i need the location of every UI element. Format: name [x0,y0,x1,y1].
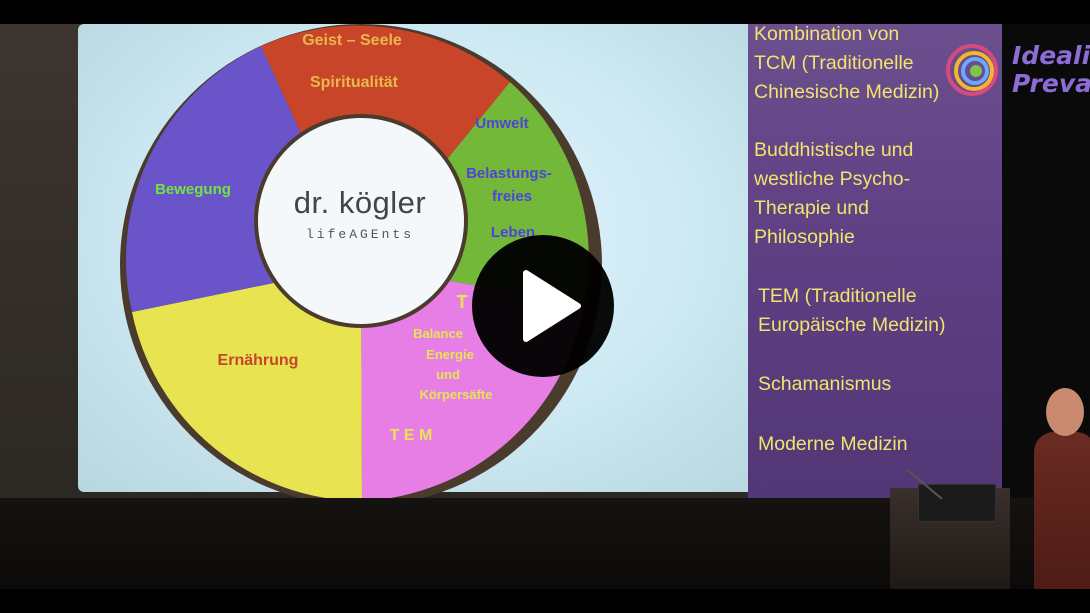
segment-label-und: und [436,367,460,382]
logo-subtitle: lifeAGEnts [305,227,414,242]
brand-wordmark: Ideali Preva [1012,42,1090,98]
segment-label-energie: Energie [426,347,474,362]
segment-label-belastung-1: Belastungs- [466,165,552,182]
segment-label-geist-seele: Geist – Seele [302,32,402,49]
segment-label-bewegung: Bewegung [155,181,231,198]
list-item-1-line-1: Kombination von [754,23,900,45]
letterbox-top [0,0,1090,24]
speaker-head [1046,388,1084,436]
play-button[interactable] [472,235,614,377]
brand-line-2: Preva [1012,69,1090,98]
segment-label-umwelt: Umwelt [475,115,529,132]
brand-line-1: Ideali [1012,41,1090,70]
segment-label-tem-partial: T [456,292,468,312]
segment-label-tem: T E M [389,427,433,444]
letterbox-bottom [0,589,1090,613]
list-item-5: Moderne Medizin [758,433,908,455]
list-item-2-line-1: Buddhistische und [754,139,914,161]
slide-text-panel [748,24,1002,498]
list-item-1-line-2: TCM (Traditionelle [754,52,914,74]
wheel-center-circle [258,118,464,324]
logo-wordmark: dr. kögler [293,185,427,220]
list-item-3-line-1: TEM (Traditionelle [758,285,917,307]
list-item-1-line-3: Chinesische Medizin) [754,81,940,103]
segment-label-spiritualitaet: Spiritualität [309,74,398,91]
segment-label-belastung-2: freies [491,188,533,205]
play-icon [523,270,581,342]
speaker-body [1034,432,1090,592]
list-item-3-line-2: Europäische Medizin) [758,314,946,336]
list-item-2-line-3: Therapie und [754,197,869,219]
list-item-4: Schamanismus [758,373,892,395]
list-item-2-line-4: Philosophie [754,226,855,248]
list-item-2-line-2: westliche Psycho- [754,168,911,190]
brand-logo [946,44,998,96]
segment-ernaehrung [132,265,362,501]
segment-label-ernaehrung: Ernährung [217,352,299,369]
segment-label-balance: Balance [413,326,463,341]
segment-label-koerpersaefte: Körpersäfte [419,387,493,402]
